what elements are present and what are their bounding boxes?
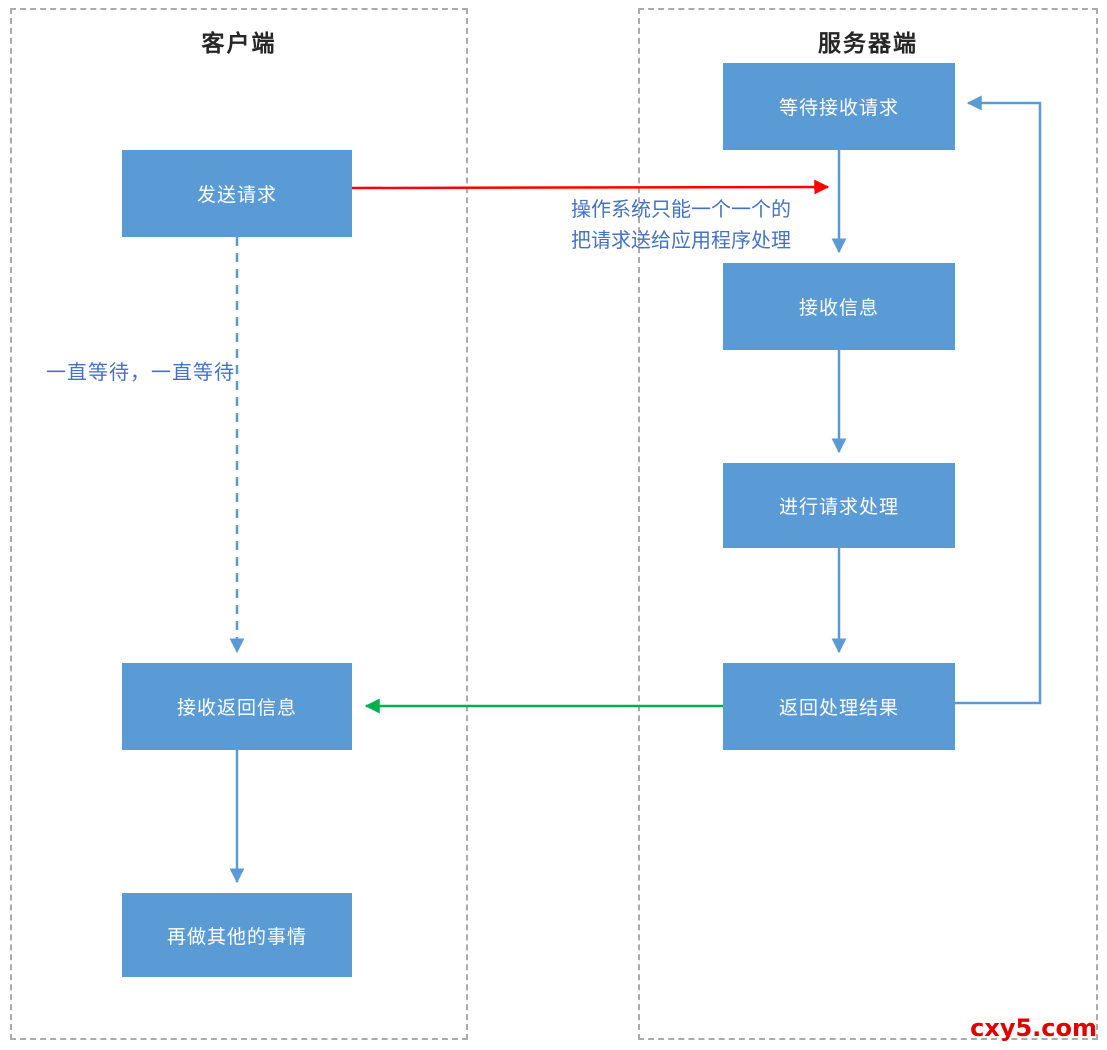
server-panel: 服务器端: [638, 8, 1098, 1040]
node-process-request: 进行请求处理: [723, 463, 955, 548]
client-panel-title: 客户端: [201, 31, 277, 57]
node-return-result: 返回处理结果: [723, 663, 955, 750]
node-process-request-label: 进行请求处理: [778, 496, 899, 518]
node-wait-request-label: 等待接收请求: [778, 97, 899, 119]
node-wait-request: 等待接收请求: [723, 63, 955, 150]
client-panel: 客户端: [10, 8, 468, 1040]
node-receive-response-label: 接收返回信息: [176, 697, 297, 719]
node-receive-info-label: 接收信息: [798, 297, 879, 319]
node-do-other-things: 再做其他的事情: [122, 893, 352, 977]
node-send-request: 发送请求: [122, 150, 352, 237]
server-panel-title: 服务器端: [818, 31, 918, 57]
os-annotation-line1: 操作系统只能一个一个的: [571, 197, 791, 221]
node-return-result-label: 返回处理结果: [778, 697, 899, 719]
node-receive-info: 接收信息: [723, 263, 955, 350]
os-annotation: 操作系统只能一个一个的 把请求送给应用程序处理: [520, 194, 842, 256]
watermark-text: cxy5.com: [970, 1014, 1097, 1042]
node-receive-response: 接收返回信息: [122, 663, 352, 750]
node-send-request-label: 发送请求: [196, 184, 277, 206]
waiting-label: 一直等待，一直等待: [46, 360, 235, 384]
node-do-other-things-label: 再做其他的事情: [166, 925, 307, 948]
os-annotation-line2: 把请求送给应用程序处理: [571, 228, 791, 252]
